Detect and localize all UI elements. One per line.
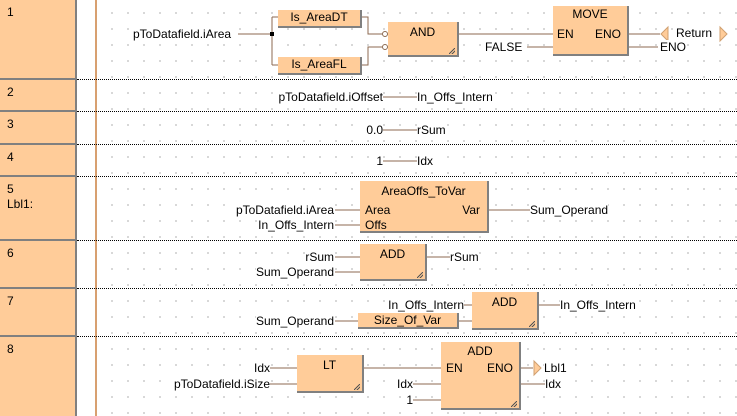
network-number: 4 — [7, 150, 14, 164]
junction-dot — [270, 32, 274, 36]
network-6-header[interactable]: 6 — [0, 241, 77, 289]
n7-input2[interactable]: Sum_Operand — [255, 314, 334, 328]
network-number: 1 — [7, 5, 14, 19]
pin-en: EN — [557, 27, 574, 41]
network-label: Lbl1: — [7, 197, 34, 211]
network-2-header[interactable]: 2 — [0, 80, 77, 112]
network-number: 5 — [7, 182, 14, 196]
network-separator — [77, 336, 737, 337]
return-right-arrow — [719, 25, 728, 43]
n6-output-variable[interactable]: rSum — [450, 250, 479, 264]
resize-grip-icon — [449, 48, 455, 54]
pin-eno: ENO — [486, 361, 513, 375]
block-title: AND — [409, 25, 436, 39]
n5-input-area[interactable]: pToDatafield.iArea — [235, 203, 334, 217]
block-title: LT — [322, 358, 337, 372]
pin-var: Var — [462, 203, 480, 217]
wire — [272, 16, 278, 66]
network-separator — [77, 111, 737, 112]
resize-grip-icon — [529, 321, 535, 327]
add-block[interactable]: ADD — [360, 244, 427, 281]
n8-lt-input2[interactable]: pToDatafield.iSize — [173, 377, 270, 391]
size-of-var-function[interactable]: Size_Of_Var — [358, 313, 459, 329]
left-power-rail — [95, 0, 97, 416]
block-title: ADD — [491, 295, 518, 309]
network-8-header[interactable]: 8 — [0, 337, 77, 416]
network-number: 2 — [7, 85, 14, 99]
lt-block[interactable]: LT — [297, 355, 364, 393]
block-title: AreaOffs_ToVar — [381, 184, 466, 198]
network-number: 6 — [7, 246, 14, 260]
lbl1-jump-label[interactable]: Lbl1 — [544, 361, 567, 375]
n6-input1[interactable]: rSum — [305, 250, 334, 264]
network-3-header[interactable]: 3 — [0, 112, 77, 145]
wire — [335, 304, 472, 322]
network-separator — [77, 79, 737, 80]
block-title: MOVE — [572, 7, 608, 21]
jump-arrow — [533, 359, 542, 377]
wire — [270, 367, 297, 385]
block-title: ADD — [467, 344, 493, 358]
network-7-header[interactable]: 7 — [0, 289, 77, 337]
areaoffs-tovar-block[interactable]: AreaOffs_ToVar Area Offs Var — [360, 181, 489, 233]
n5-input-offs[interactable]: In_Offs_Intern — [258, 218, 334, 232]
return-left-arrow — [660, 25, 669, 43]
n6-input2[interactable]: Sum_Operand — [255, 265, 334, 279]
pin-offs: Offs — [365, 218, 387, 232]
and-block[interactable]: AND — [388, 22, 459, 57]
n8-output-variable[interactable]: Idx — [545, 377, 562, 391]
negation-circle — [382, 31, 388, 37]
n8-add-input1[interactable]: Idx — [396, 377, 413, 391]
n7-input1[interactable]: In_Offs_Intern — [388, 298, 464, 312]
network-separator — [77, 288, 737, 289]
wire — [335, 256, 360, 273]
n1-move-input[interactable]: FALSE — [485, 40, 523, 54]
n1-input-variable[interactable]: pToDatafield.iArea — [133, 27, 232, 41]
n4-output-variable[interactable]: Idx — [417, 154, 434, 168]
n3-input-constant[interactable]: 0.0 — [366, 123, 383, 137]
n3-output-variable[interactable]: rSum — [417, 123, 446, 137]
add-block[interactable]: ADD — [472, 292, 539, 330]
block-title: ADD — [379, 247, 406, 261]
resize-grip-icon — [354, 384, 360, 390]
network-number: 7 — [7, 294, 14, 308]
wire — [360, 16, 382, 35]
move-block[interactable]: MOVE EN ENO — [553, 6, 629, 56]
wire — [413, 383, 441, 401]
negation-circle — [382, 44, 388, 50]
is-areadt-function[interactable]: Is_AreaDT — [278, 10, 362, 28]
network-separator — [77, 176, 737, 177]
network-number: 3 — [7, 117, 14, 131]
resize-grip-icon — [417, 272, 423, 278]
wire — [519, 367, 545, 385]
n8-add-input2[interactable]: 1 — [406, 393, 413, 407]
network-5-header[interactable]: 5 Lbl1: — [0, 177, 77, 241]
n5-output-variable[interactable]: Sum_Operand — [530, 203, 609, 217]
n1-output-variable[interactable]: ENO — [660, 40, 687, 54]
is-areafl-function[interactable]: Is_AreaFL — [278, 57, 362, 75]
pin-en: EN — [446, 361, 463, 375]
network-1-header[interactable]: 1 — [0, 0, 77, 80]
add-block-en[interactable]: ADD EN ENO — [441, 342, 521, 410]
wire — [335, 209, 360, 226]
n8-lt-input1[interactable]: Idx — [253, 361, 270, 375]
network-number: 8 — [7, 342, 14, 356]
return-jump-label[interactable]: Return — [676, 26, 713, 40]
n2-output-variable[interactable]: In_Offs_Intern — [417, 90, 493, 104]
network-separator — [77, 144, 737, 145]
n4-input-constant[interactable]: 1 — [376, 154, 383, 168]
n2-input-variable[interactable]: pToDatafield.iOffset — [278, 90, 383, 104]
pin-area: Area — [365, 203, 391, 217]
resize-grip-icon — [511, 401, 517, 407]
network-separator — [77, 240, 737, 241]
pin-eno: ENO — [594, 27, 621, 41]
network-4-header[interactable]: 4 — [0, 145, 77, 177]
wire — [360, 46, 382, 66]
n7-output-variable[interactable]: In_Offs_Intern — [560, 298, 636, 312]
